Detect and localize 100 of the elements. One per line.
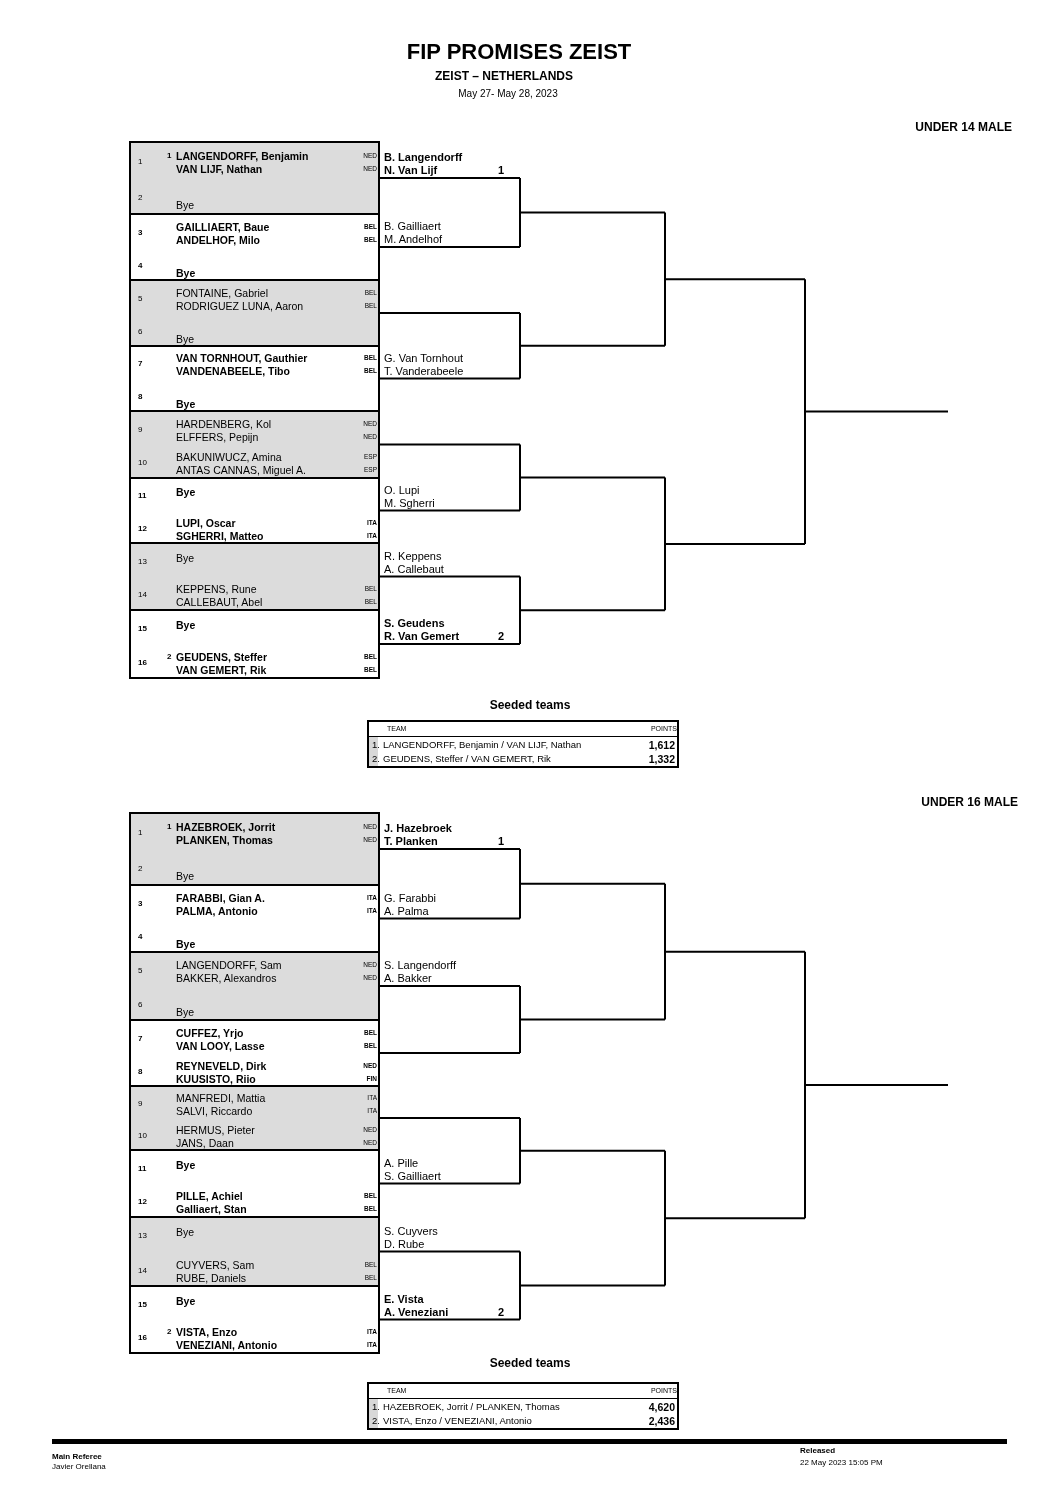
player-name: HARDENBERG, Kol bbox=[176, 417, 272, 431]
draw-slot-panel bbox=[129, 812, 380, 886]
table-cell: 1. bbox=[372, 739, 380, 751]
draw-slot-panel bbox=[129, 884, 380, 953]
player-name: BAKUNIWUCZ, Amina bbox=[176, 450, 282, 464]
player-name: CUYVERS, Sam bbox=[176, 1258, 255, 1272]
bye-label: Bye bbox=[176, 332, 195, 345]
position-number: 5 bbox=[138, 966, 143, 976]
position-number: 6 bbox=[138, 326, 143, 337]
table-cell: 4,620 bbox=[648, 1400, 675, 1414]
position-number: 2 bbox=[138, 864, 143, 874]
draw-slot-panel bbox=[129, 477, 380, 544]
player-name: GAILLIAERT, Baue bbox=[176, 220, 270, 233]
winner-name: M. Andelhof bbox=[384, 233, 443, 247]
player-name: FONTAINE, Gabriel bbox=[176, 286, 268, 299]
winner-name: D. Rube bbox=[384, 1237, 425, 1252]
player-name: KEPPENS, Rune bbox=[176, 582, 257, 596]
player-name: LANGENDORFF, Sam bbox=[176, 958, 282, 972]
player-name: RODRIGUEZ LUNA, Aaron bbox=[176, 299, 304, 312]
position-number: 3 bbox=[138, 227, 143, 238]
seed-number: 1 bbox=[498, 164, 505, 178]
draw-slot-panel bbox=[129, 279, 380, 347]
draw-slot-panel bbox=[129, 542, 380, 611]
winner-name: A. Callebaut bbox=[384, 562, 444, 577]
category-heading: UNDER 14 MALE bbox=[915, 119, 1012, 135]
position-number: 14 bbox=[138, 590, 147, 601]
bye-label: Bye bbox=[176, 198, 195, 212]
draw-slot-panel bbox=[129, 1285, 380, 1354]
table-cell: 2. bbox=[372, 753, 380, 765]
draw-slot-panel bbox=[129, 410, 380, 479]
position-number: 7 bbox=[138, 359, 143, 370]
category-heading: UNDER 16 MALE bbox=[921, 794, 1018, 810]
event-location: ZEIST – NETHERLANDS bbox=[435, 68, 573, 84]
position-number: 10 bbox=[138, 458, 147, 469]
player-name: ANDELHOF, Milo bbox=[176, 233, 260, 246]
position-number: 12 bbox=[138, 1197, 147, 1208]
bye-label: Bye bbox=[176, 397, 196, 411]
position-number: 11 bbox=[138, 1163, 147, 1174]
seed-number: 1 bbox=[498, 835, 505, 849]
position-number: 8 bbox=[138, 1066, 143, 1077]
player-name: GEUDENS, Steffer bbox=[176, 650, 268, 664]
winner-name: A. Palma bbox=[384, 904, 429, 919]
player-name: LANGENDORFF, Benjamin bbox=[176, 149, 309, 163]
draw-slot-panel bbox=[129, 1085, 380, 1151]
player-name: CUFFEZ, Yrjo bbox=[176, 1026, 244, 1039]
table-cell: 2,436 bbox=[648, 1414, 675, 1428]
winner-name: T. Vanderabeele bbox=[384, 364, 464, 379]
position-number: 16 bbox=[138, 1333, 147, 1344]
player-name: ANTAS CANNAS, Miguel A. bbox=[176, 463, 306, 477]
winner-name: R. Van Gemert bbox=[384, 630, 460, 644]
seed-number: 2 bbox=[167, 1327, 172, 1338]
player-name: PALMA, Antonio bbox=[176, 904, 258, 918]
seed-number: 2 bbox=[498, 1305, 505, 1320]
table-cell: LANGENDORFF, Benjamin / VAN LIJF, Nathan bbox=[383, 739, 582, 751]
player-name: VAN LIJF, Nathan bbox=[176, 162, 263, 176]
bye-label: Bye bbox=[176, 1005, 195, 1019]
winner-name: S. Geudens bbox=[384, 617, 445, 631]
draw-slot-panel bbox=[129, 1149, 380, 1218]
position-number: 14 bbox=[138, 1265, 147, 1276]
position-number: 4 bbox=[138, 260, 143, 271]
player-name: VAN TORNHOUT, Gauthier bbox=[176, 351, 308, 365]
player-name: JANS, Daan bbox=[176, 1136, 234, 1150]
position-number: 6 bbox=[138, 1000, 143, 1010]
winner-name: A. Bakker bbox=[384, 972, 432, 986]
position-number: 15 bbox=[138, 1299, 147, 1310]
table-cell: VISTA, Enzo / VENEZIANI, Antonio bbox=[383, 1415, 532, 1427]
player-name: SALVI, Riccardo bbox=[176, 1104, 253, 1118]
player-name: HERMUS, Pieter bbox=[176, 1123, 255, 1137]
winner-name: G. Van Tornhout bbox=[384, 351, 464, 366]
winner-name: E. Vista bbox=[384, 1292, 424, 1307]
seed-number: 2 bbox=[498, 630, 505, 644]
draw-slot-panel bbox=[129, 213, 380, 281]
seed-number: 1 bbox=[167, 822, 172, 832]
winner-name: S. Gailliaert bbox=[384, 1169, 441, 1184]
bye-label: Bye bbox=[176, 1294, 196, 1308]
player-name: MANFREDI, Mattia bbox=[176, 1091, 266, 1105]
winner-name: A. Pille bbox=[384, 1156, 419, 1171]
footer-text: 22 May 2023 15:05 PM bbox=[800, 1458, 883, 1468]
bye-label: Bye bbox=[176, 869, 195, 883]
position-number: 15 bbox=[138, 624, 147, 634]
footer-text: Javier Orellana bbox=[52, 1462, 106, 1472]
table-cell: HAZEBROEK, Jorrit / PLANKEN, Thomas bbox=[383, 1401, 560, 1413]
draw-slot-panel bbox=[129, 141, 380, 215]
position-number: 9 bbox=[138, 1099, 143, 1109]
player-name: PLANKEN, Thomas bbox=[176, 833, 273, 847]
position-number: 16 bbox=[138, 658, 147, 668]
position-number: 4 bbox=[138, 932, 143, 943]
player-name: VAN GEMERT, Rik bbox=[176, 663, 267, 677]
draw-slot-panel bbox=[129, 1019, 380, 1087]
seed-number: 2 bbox=[167, 652, 172, 662]
player-name: CALLEBAUT, Abel bbox=[176, 595, 263, 609]
player-name: RUBE, Daniels bbox=[176, 1271, 247, 1285]
winner-name: A. Veneziani bbox=[384, 1305, 449, 1320]
position-number: 10 bbox=[138, 1131, 147, 1141]
table-cell: 1,332 bbox=[648, 752, 675, 766]
position-number: 1 bbox=[138, 828, 143, 838]
bye-label: Bye bbox=[176, 485, 196, 499]
player-name: REYNEVELD, Dirk bbox=[176, 1059, 267, 1072]
position-number: 2 bbox=[138, 193, 143, 203]
position-number: 7 bbox=[138, 1033, 143, 1044]
